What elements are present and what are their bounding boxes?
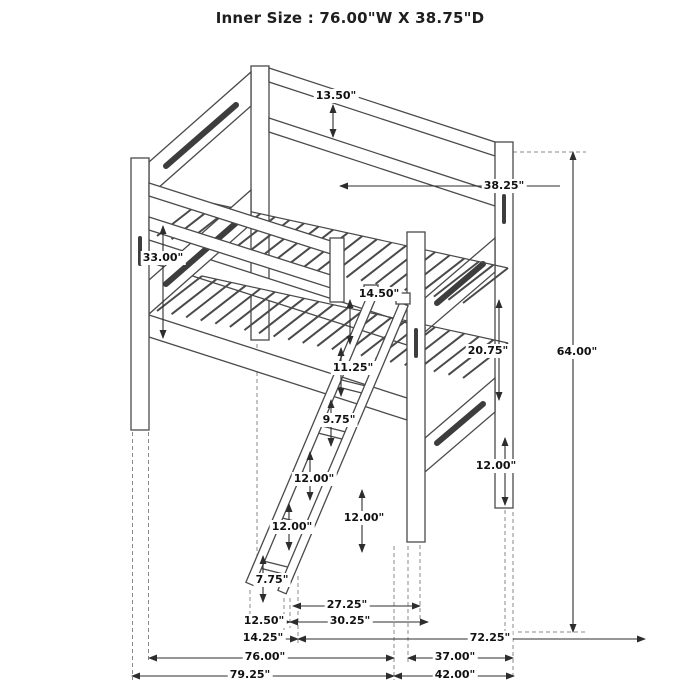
dim-label-rail-length: 38.25" — [481, 179, 527, 193]
dim-label-bunk-spacing: 33.00" — [140, 251, 186, 265]
dim-label-guardrail-height: 14.50" — [356, 287, 402, 301]
post-front-right — [406, 231, 426, 543]
dim-label-footboard-gap: 20.75" — [465, 344, 511, 358]
dim-label-overall-depth: 42.00" — [432, 668, 478, 682]
post-front-left — [130, 157, 150, 431]
dim-label-ladder-width-outer: 14.25" — [240, 631, 286, 645]
footboard — [424, 236, 496, 474]
ladder-rail-right — [277, 301, 409, 595]
dim-label-ladder-reach-outer: 30.25" — [327, 614, 373, 628]
dim-label-ladder-space-3: 12.00" — [291, 472, 337, 486]
dim-label-overall-width: 79.25" — [227, 668, 273, 682]
dim-label-side-rail-height: 12.00" — [473, 459, 519, 473]
diagram-title: Inner Size : 76.00"W X 38.75"D — [215, 9, 485, 27]
back-guard-rails — [268, 67, 496, 207]
dim-label-front-rail-height: 12.00" — [341, 511, 387, 525]
dim-label-inner-length-right: 72.25" — [467, 631, 513, 645]
dim-label-rail-gap: 13.50" — [313, 89, 359, 103]
front-guard-rails — [148, 182, 345, 303]
bed-frame — [130, 65, 514, 543]
dim-label-overall-height: 64.00" — [554, 345, 600, 359]
dim-label-ladder-space-2: 9.75" — [320, 413, 358, 427]
dimension-lines — [131, 104, 646, 680]
dim-label-ladder-space-4: 12.00" — [269, 520, 315, 534]
dim-label-ladder-bottom-space: 7.75" — [253, 573, 291, 587]
dim-label-ladder-space-1: 11.25" — [330, 361, 376, 375]
dim-label-ladder-reach-inner: 27.25" — [324, 598, 370, 612]
post-back-right — [494, 141, 514, 509]
dim-label-inner-width: 76.00" — [242, 650, 288, 664]
dim-label-inner-depth: 37.00" — [432, 650, 478, 664]
dim-label-ladder-width-inner: 12.50" — [241, 614, 287, 628]
